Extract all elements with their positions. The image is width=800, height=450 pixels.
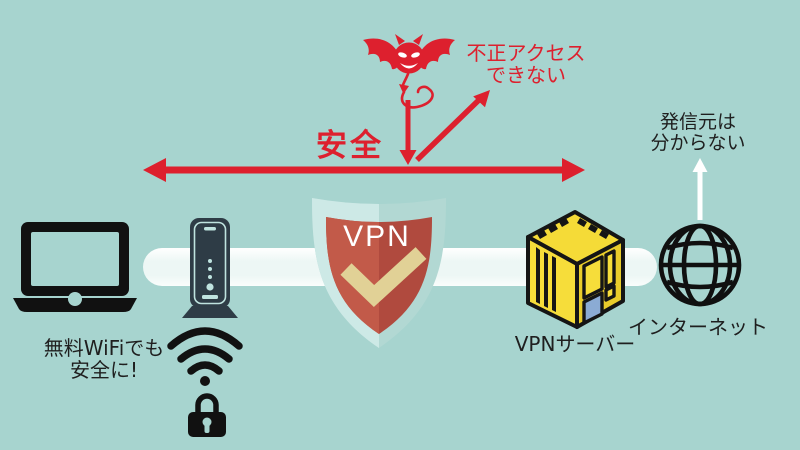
vpn-shield-label: VPN [343, 220, 411, 253]
wifi-icon [167, 327, 243, 386]
attack-down-arrow [399, 100, 417, 165]
vpn-shield-icon [312, 198, 446, 348]
globe-icon [658, 223, 742, 307]
source-up-arrow [692, 158, 708, 220]
vpn-server-label: VPNサーバー [514, 332, 636, 356]
attack-blocked-label: 不正アクセス できない [466, 41, 586, 88]
vpn-server-icon [526, 210, 625, 329]
free-wifi-label: 無料WiFiでも 安全に! [43, 336, 165, 382]
safe-double-arrow [143, 90, 585, 182]
source-unknown-label: 発信元は 分からない [650, 111, 746, 154]
deflected-arrow [415, 90, 490, 162]
laptop-icon [13, 222, 137, 312]
safe-label: 安全 [316, 128, 384, 164]
internet-label: インターネット [628, 315, 768, 339]
devil-icon [363, 34, 455, 109]
router-icon [182, 218, 238, 318]
lock-icon [188, 393, 226, 437]
